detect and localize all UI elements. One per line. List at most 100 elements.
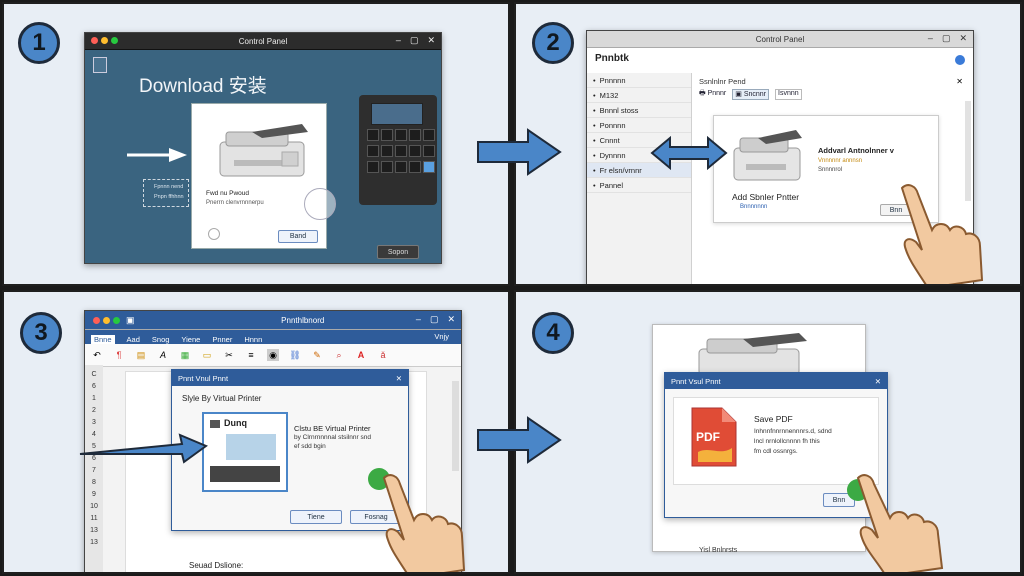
app-tile-icon[interactable] <box>409 129 421 141</box>
folder-icon[interactable]: ▭ <box>202 349 212 360</box>
add-printer-card: Addvarl Antnolnner v Vnnnnnr annnsn Snnn… <box>713 115 939 223</box>
maximize-icon[interactable]: ▢ <box>429 314 439 324</box>
dialog-titlebar: Pnnt Vsul Pnnt ✕ <box>665 373 887 389</box>
menu-item[interactable]: Snog <box>151 335 170 344</box>
control-panel-window: Control Panel –▢✕ Download 安装 Fwd nu Pwo… <box>84 32 442 264</box>
pointing-hand-icon <box>856 474 944 572</box>
font-color-icon[interactable]: A <box>357 350 365 360</box>
app-tile-icon[interactable] <box>381 129 393 141</box>
sidebar-item[interactable]: •Fr elsn/vrnnr <box>587 163 691 178</box>
app-tile-icon[interactable] <box>381 161 393 173</box>
ribbon-toolbar: ↶ ¶ ▤ A ▦ ▭ ✂ ≡ ◉ ⛓ ✎ ⌕ A ǎ <box>85 344 461 367</box>
pointing-hand-icon <box>900 184 984 284</box>
save-line-2: lncl nrnlollcnnnn fh this <box>754 438 820 445</box>
sidebar-item[interactable]: •Dynnnn <box>587 148 691 163</box>
next-button[interactable]: Bnn <box>880 204 912 216</box>
tab-printers[interactable]: 🖶 Pnnnr <box>699 90 727 97</box>
close-icon[interactable]: ✕ <box>395 373 402 383</box>
scrollbar[interactable] <box>452 381 459 471</box>
app-tile-icon[interactable] <box>381 145 393 157</box>
sidebar-item-label: Cnnnt <box>599 135 620 145</box>
toolbar-tabs: 🖶 Pnnnr ▣ Sncnnr Isvnnn <box>699 89 802 100</box>
step-number-badge: 4 <box>532 312 574 354</box>
search-icon[interactable]: ⌕ <box>336 349 342 360</box>
italic-icon[interactable]: A <box>159 350 166 360</box>
install-button[interactable]: Band <box>278 230 318 243</box>
app-tile-icon[interactable] <box>367 161 379 173</box>
app-tile-icon[interactable] <box>409 145 421 157</box>
text-effects-icon[interactable]: ǎ <box>380 350 386 360</box>
scrollbar[interactable] <box>965 101 971 201</box>
cut-icon[interactable]: ✂ <box>225 349 233 360</box>
note-text-1: Fpnnn nend <box>154 184 184 190</box>
download-heading: Download 安装 <box>139 76 267 97</box>
app-tile-icon[interactable] <box>395 161 407 173</box>
link-icon[interactable]: ⛓ <box>289 349 301 360</box>
tab-scanners[interactable]: ▣ Sncnnr <box>732 89 769 100</box>
close-icon[interactable]: ✕ <box>447 314 455 324</box>
cancel-button[interactable]: Tiene <box>290 510 342 524</box>
undo-icon[interactable]: ↶ <box>93 349 101 360</box>
maximize-icon[interactable]: ▢ <box>941 33 951 43</box>
app-tile-icon[interactable] <box>409 161 421 173</box>
window-controls[interactable]: –▢ ✕ <box>396 35 435 46</box>
card-link[interactable]: Bnnnnnnn <box>740 204 768 210</box>
app-tile-icon[interactable] <box>423 145 435 157</box>
menu-item[interactable]: Pnner <box>212 335 233 344</box>
window-traffic-lights[interactable] <box>91 37 118 44</box>
close-icon[interactable]: ✕ <box>959 33 967 43</box>
radio-icon[interactable] <box>208 228 220 240</box>
window-traffic-lights[interactable] <box>93 316 120 324</box>
save-icon[interactable]: ▣ <box>126 314 135 325</box>
sidebar-item-label: Ponnnn <box>599 120 626 130</box>
menu-item[interactable]: Aad <box>126 335 140 344</box>
align-icon[interactable]: ≡ <box>248 350 254 360</box>
printer-illustration <box>698 333 807 373</box>
highlight-icon[interactable]: ✎ <box>313 349 321 360</box>
thumbnail-icon <box>210 420 220 428</box>
cd-disc-icon <box>304 188 336 220</box>
setup-button[interactable]: Sopon <box>377 245 419 259</box>
sidebar-item[interactable]: •Ponnnn <box>587 118 691 133</box>
tab-devices[interactable]: Isvnnn <box>775 89 802 100</box>
maximize-icon[interactable]: ▢ <box>409 35 419 45</box>
minimize-icon[interactable]: – <box>415 314 421 324</box>
menu-view-right[interactable]: Vnjy <box>434 332 449 341</box>
sidebar-item[interactable]: •Pnnnnn <box>587 73 691 88</box>
window-controls[interactable]: –▢ ✕ <box>416 314 455 325</box>
printer-preview[interactable]: Dunq <box>202 412 288 492</box>
close-pane-icon[interactable]: ✕ <box>956 77 963 86</box>
sidebar-item[interactable]: •Cnnnt <box>587 133 691 148</box>
menu-item[interactable]: Yiene <box>181 335 201 344</box>
help-icon[interactable] <box>955 55 965 65</box>
step-number-badge: 2 <box>532 22 574 64</box>
window-controls[interactable]: –▢ ✕ <box>928 33 967 44</box>
format-painter-icon[interactable]: ¶ <box>116 350 122 360</box>
paste-icon[interactable]: ▤ <box>136 349 146 360</box>
document-icon[interactable] <box>93 57 107 73</box>
app-tile-icon[interactable] <box>367 129 379 141</box>
menu-item[interactable]: Hnnn <box>244 335 263 344</box>
pointer-arrow-icon <box>79 433 208 464</box>
app-tile-icon[interactable] <box>395 145 407 157</box>
close-icon[interactable]: ✕ <box>874 376 881 386</box>
window-title: Control Panel <box>238 36 288 46</box>
control-panel-window: Control Panel –▢✕ Pnnbtk •Pnnnnn•M132•Bn… <box>586 30 974 284</box>
confirm-circle-icon[interactable] <box>368 468 390 490</box>
menu-item[interactable]: Bnne <box>91 335 115 344</box>
note-text-2: Pnpn ffhhnn <box>154 194 184 200</box>
sidebar-item[interactable]: •Bnnnl stoss <box>587 103 691 118</box>
minimize-icon[interactable]: – <box>395 35 401 45</box>
sidebar-item[interactable]: •M132 <box>587 88 691 103</box>
close-icon[interactable]: ✕ <box>427 35 435 45</box>
chart-icon[interactable]: ▦ <box>180 349 190 360</box>
app-tile-icon[interactable] <box>423 161 435 173</box>
minimize-icon[interactable]: – <box>927 33 933 43</box>
app-tile-icon[interactable] <box>395 129 407 141</box>
sidebar-item[interactable]: •Pannel <box>587 178 691 193</box>
pdf-label: PDF <box>696 430 720 444</box>
app-tile-icon[interactable] <box>423 129 435 141</box>
dialog-title: Pnnt Vnul Pnnt <box>178 373 229 383</box>
selected-tool-icon[interactable]: ◉ <box>267 349 279 361</box>
app-tile-icon[interactable] <box>367 145 379 157</box>
